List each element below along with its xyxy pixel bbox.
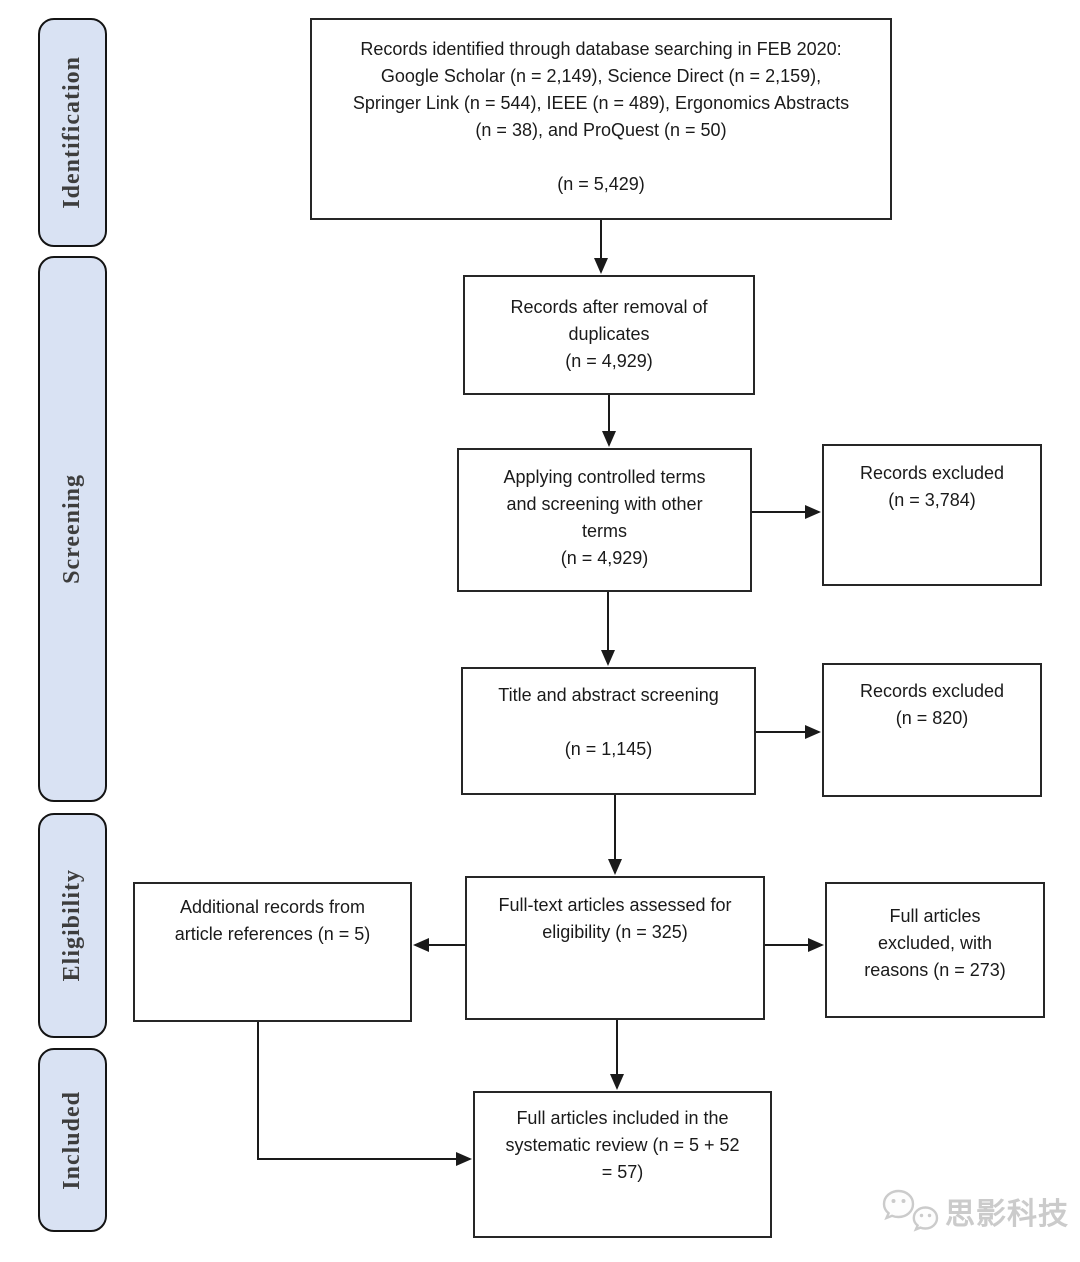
included-final-box: Full articles included in the systematic… — [473, 1091, 772, 1238]
controlled-terms-box: Applying controlled terms and screening … — [457, 448, 752, 592]
included-final-line: = 57) — [601, 1162, 644, 1182]
duplicates-removed-line: duplicates — [568, 324, 650, 344]
records-excluded-2-line: Records excluded — [859, 681, 1005, 701]
arrow-additional-to-included — [257, 1022, 472, 1166]
records-excluded-2-count: (n = 820) — [895, 708, 969, 728]
full-articles-excluded-box: Full articles excluded, with reasons (n … — [825, 882, 1045, 1018]
stage-included-label: Included — [59, 1090, 85, 1190]
duplicates-removed-line: Records after removal of — [510, 297, 708, 317]
duplicates-removed-box: Records after removal of duplicates (n =… — [463, 275, 755, 395]
records-identified-box: Records identified through database sear… — [310, 18, 892, 220]
controlled-terms-count: (n = 4,929) — [560, 548, 649, 568]
full-articles-excluded-line: excluded, with — [877, 933, 993, 953]
title-abstract-screening-box: Title and abstract screening (n = 1,145) — [461, 667, 756, 795]
stage-screening-label: Screening — [59, 474, 85, 584]
full-articles-excluded-line: Full articles — [889, 906, 981, 926]
included-final-line: Full articles included in the — [516, 1108, 729, 1128]
records-excluded-2-box: Records excluded (n = 820) — [822, 663, 1042, 797]
fulltext-assessed-box: Full-text articles assessed for eligibil… — [465, 876, 765, 1020]
controlled-terms-line: and screening with other — [506, 494, 703, 514]
stage-screening: Screening — [38, 256, 107, 802]
stage-identification-label: Identification — [59, 56, 85, 209]
records-identified-total: (n = 5,429) — [557, 174, 645, 194]
stage-eligibility-label: Eligibility — [59, 869, 85, 982]
records-identified-line: Springer Link (n = 544), IEEE (n = 489),… — [352, 93, 850, 113]
included-final-line: systematic review (n = 5 + 52 — [505, 1135, 740, 1155]
fulltext-assessed-line: eligibility (n = 325) — [542, 922, 688, 942]
title-abstract-count: (n = 1,145) — [564, 739, 653, 759]
additional-records-box: Additional records from article referenc… — [133, 882, 412, 1022]
stage-eligibility: Eligibility — [38, 813, 107, 1038]
fulltext-assessed-line: Full-text articles assessed for — [498, 895, 732, 915]
records-excluded-1-count: (n = 3,784) — [888, 490, 976, 510]
controlled-terms-line: Applying controlled terms — [503, 467, 706, 487]
records-identified-line: (n = 38), and ProQuest (n = 50) — [475, 120, 727, 140]
additional-records-line: Additional records from — [179, 897, 366, 917]
title-abstract-line: Title and abstract screening — [498, 685, 719, 705]
watermark-text: 思影科技 — [945, 1198, 1069, 1231]
records-excluded-1-box: Records excluded (n = 3,784) — [822, 444, 1042, 586]
records-identified-line: Google Scholar (n = 2,149), Science Dire… — [380, 66, 822, 86]
stage-identification: Identification — [38, 18, 107, 247]
watermark: 思影科技 — [882, 1188, 1069, 1234]
records-identified-line: Records identified through database sear… — [360, 39, 842, 59]
records-excluded-1-line: Records excluded — [859, 463, 1005, 483]
additional-records-line: article references (n = 5) — [174, 924, 371, 944]
duplicates-removed-count: (n = 4,929) — [565, 351, 653, 371]
stage-included: Included — [38, 1048, 107, 1232]
full-articles-excluded-line: reasons (n = 273) — [864, 960, 1006, 980]
wechat-bubbles-icon — [882, 1189, 939, 1232]
controlled-terms-line: terms — [582, 521, 627, 541]
